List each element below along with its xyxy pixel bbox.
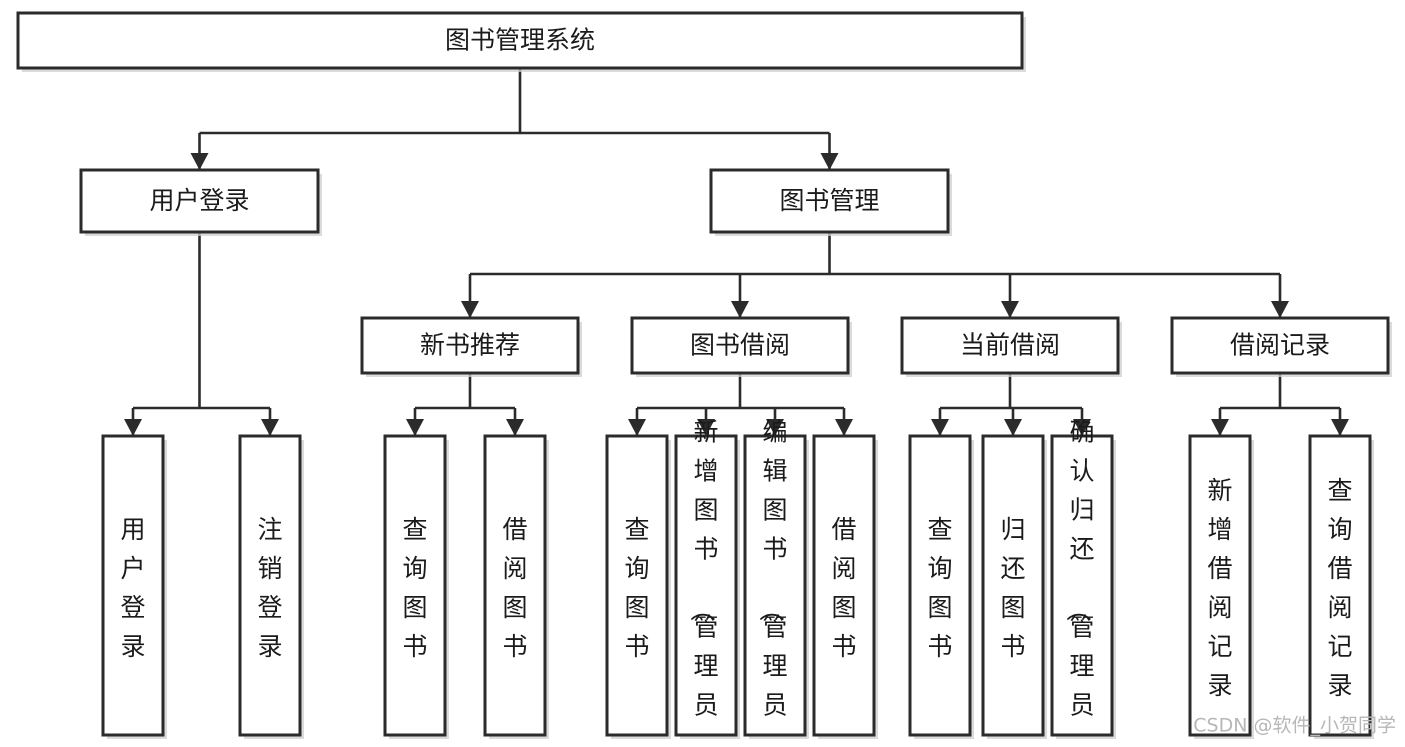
node-rect[interactable] <box>743 434 807 737</box>
arrow-head-icon <box>835 419 853 436</box>
node-label: 借阅图书 <box>502 515 527 661</box>
edge-group-user-login <box>124 232 279 436</box>
node-l-confirm-return[interactable]: 确认归还（管理员） <box>1050 417 1116 747</box>
node-l-query-book-2[interactable]: 查询图书 <box>605 434 671 739</box>
arrow-head-icon <box>1271 301 1289 318</box>
node-l-return-book[interactable]: 归还图书 <box>981 434 1047 739</box>
node-rect[interactable] <box>238 434 302 737</box>
node-rect[interactable] <box>981 434 1045 737</box>
node-root[interactable]: 图书管理系统 <box>16 11 1026 72</box>
arrow-head-icon <box>820 153 839 170</box>
node-label: 新书推荐 <box>420 331 520 360</box>
node-l-query-record[interactable]: 查询借阅记录 <box>1308 434 1374 739</box>
arrow-head-icon <box>406 419 424 436</box>
node-rect[interactable] <box>674 434 738 737</box>
arrow-head-icon <box>1001 301 1019 318</box>
edge-group-root <box>190 68 839 170</box>
arrow-head-icon <box>1073 419 1091 436</box>
node-book-manage[interactable]: 图书管理 <box>709 168 952 236</box>
node-layer: 图书管理系统用户登录图书管理新书推荐图书借阅当前借阅借阅记录用户登录注销登录查询… <box>16 11 1392 747</box>
node-rect[interactable] <box>1050 434 1114 737</box>
arrow-head-icon <box>731 301 749 318</box>
node-l-borrow-book-1[interactable]: 借阅图书 <box>483 434 549 739</box>
node-label: 查询借阅记录 <box>1327 476 1352 700</box>
node-label: 确认归还（管理员） <box>1063 417 1094 747</box>
edge-group-current-borrow <box>931 373 1091 436</box>
node-rect[interactable] <box>483 434 547 737</box>
node-label: 编辑图书（管理员） <box>756 417 787 747</box>
node-rect[interactable] <box>1170 316 1390 375</box>
arrow-head-icon <box>506 419 524 436</box>
node-rect[interactable] <box>1188 434 1252 737</box>
node-label: 新增图书（管理员） <box>687 417 718 747</box>
node-rect[interactable] <box>908 434 972 737</box>
arrow-head-icon <box>697 419 715 436</box>
arrow-head-icon <box>628 419 646 436</box>
node-rect[interactable] <box>1308 434 1372 737</box>
node-rect[interactable] <box>900 316 1120 375</box>
arrow-head-icon <box>1211 419 1229 436</box>
node-rect[interactable] <box>630 316 850 375</box>
node-label: 借阅记录 <box>1230 331 1330 360</box>
arrow-head-icon <box>1331 419 1349 436</box>
watermark-label: CSDN @软件_小贺同学 <box>1193 715 1396 737</box>
edge-group-new-book-rec <box>406 373 524 436</box>
node-user-login[interactable]: 用户登录 <box>79 168 322 236</box>
node-label: 归还图书 <box>1000 515 1025 661</box>
node-label: 借阅图书 <box>831 515 856 661</box>
node-l-query-book-3[interactable]: 查询图书 <box>908 434 974 739</box>
node-label: 查询图书 <box>927 515 952 661</box>
node-l-add-book[interactable]: 新增图书（管理员） <box>674 417 740 747</box>
node-label: 查询图书 <box>624 515 649 661</box>
node-current-borrow[interactable]: 当前借阅 <box>900 316 1122 377</box>
node-label: 用户登录 <box>149 186 249 215</box>
arrow-head-icon <box>261 419 279 436</box>
node-label: 用户登录 <box>120 515 145 661</box>
node-l-add-record[interactable]: 新增借阅记录 <box>1188 434 1254 739</box>
node-leaf-logout[interactable]: 注销登录 <box>238 434 304 739</box>
connector-layer <box>124 68 1349 436</box>
node-borrow-record[interactable]: 借阅记录 <box>1170 316 1392 377</box>
node-leaf-user-login[interactable]: 用户登录 <box>101 434 167 739</box>
arrow-head-icon <box>931 419 949 436</box>
node-l-borrow-book-2[interactable]: 借阅图书 <box>812 434 878 739</box>
node-rect[interactable] <box>79 168 320 234</box>
arrow-head-icon <box>766 419 784 436</box>
node-rect[interactable] <box>709 168 950 234</box>
edge-group-book-borrow <box>628 373 853 436</box>
node-label: 查询图书 <box>402 515 427 661</box>
node-rect[interactable] <box>360 316 580 375</box>
node-label: 新增借阅记录 <box>1207 476 1232 700</box>
arrow-head-icon <box>190 153 209 170</box>
edge-group-book-manage <box>461 232 1289 318</box>
node-new-book-rec[interactable]: 新书推荐 <box>360 316 582 377</box>
node-label: 图书管理 <box>779 186 879 215</box>
node-rect[interactable] <box>605 434 669 737</box>
node-rect[interactable] <box>16 11 1024 70</box>
node-label: 图书借阅 <box>690 331 790 360</box>
arrow-head-icon <box>461 301 479 318</box>
node-l-edit-book[interactable]: 编辑图书（管理员） <box>743 417 809 747</box>
node-rect[interactable] <box>812 434 876 737</box>
node-label: 注销登录 <box>257 515 282 661</box>
node-rect[interactable] <box>383 434 447 737</box>
node-label: 图书管理系统 <box>445 26 595 55</box>
node-label: 当前借阅 <box>960 331 1060 360</box>
arrow-head-icon <box>1004 419 1022 436</box>
node-book-borrow[interactable]: 图书借阅 <box>630 316 852 377</box>
arrow-head-icon <box>124 419 142 436</box>
node-l-query-book-1[interactable]: 查询图书 <box>383 434 449 739</box>
node-rect[interactable] <box>101 434 165 737</box>
edge-group-borrow-record <box>1211 373 1349 436</box>
